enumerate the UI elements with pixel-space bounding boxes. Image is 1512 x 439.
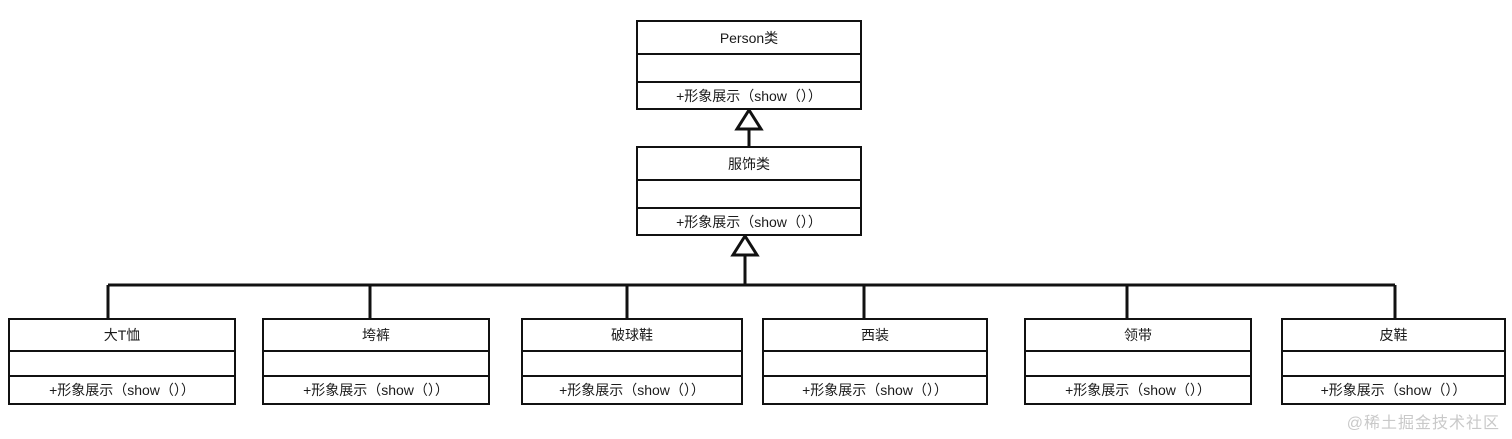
class-name-worn-sneakers: 破球鞋 [523,320,741,352]
class-attributes-tshirt [10,352,234,377]
class-methods-baggy-pants: +形象展示（show（）） [303,382,449,398]
class-box-worn-sneakers[interactable]: 破球鞋 +形象展示（show（）） [521,318,743,405]
class-name-leather-shoes: 皮鞋 [1283,320,1504,352]
class-name-person: Person类 [638,22,860,55]
class-attributes-baggy-pants [264,352,488,377]
class-attributes-suit [764,352,986,377]
class-box-person[interactable]: Person类 +形象展示（show（）） [636,20,862,110]
class-methods-tie: +形象展示（show（）） [1065,382,1211,398]
class-methods-person: +形象展示（show（）） [676,87,822,104]
class-methods-tshirt: +形象展示（show（）） [49,382,195,398]
class-box-suit[interactable]: 西装 +形象展示（show（）） [762,318,988,405]
class-box-leather-shoes[interactable]: 皮鞋 +形象展示（show（）） [1281,318,1506,405]
class-name-baggy-pants: 垮裤 [264,320,488,352]
edge-leaves-to-clothing [106,233,1397,318]
class-methods-leather-shoes: +形象展示（show（）） [1320,382,1467,398]
class-methods-clothing: +形象展示（show（）） [676,213,822,230]
inheritance-arrowhead [734,107,764,131]
class-name-tie: 领带 [1026,320,1250,352]
class-box-tie[interactable]: 领带 +形象展示（show（）） [1024,318,1252,405]
class-attributes-leather-shoes [1283,352,1504,377]
watermark: @稀土掘金技术社区 [1346,415,1500,432]
class-box-tshirt[interactable]: 大T恤 +形象展示（show（）） [8,318,236,405]
class-methods-worn-sneakers: +形象展示（show（）） [559,382,705,398]
class-attributes-worn-sneakers [523,352,741,377]
class-name-clothing: 服饰类 [638,148,860,181]
class-methods-suit: +形象展示（show（）） [802,382,948,398]
class-attributes-tie [1026,352,1250,377]
class-attributes-person [638,55,860,83]
class-name-suit: 西装 [764,320,986,352]
class-name-tshirt: 大T恤 [10,320,234,352]
edge-clothing-to-person [734,107,764,146]
class-box-baggy-pants[interactable]: 垮裤 +形象展示（show（）） [262,318,490,405]
inheritance-arrowhead [730,233,760,257]
class-attributes-clothing [638,181,860,209]
class-box-clothing[interactable]: 服饰类 +形象展示（show（）） [636,146,862,236]
